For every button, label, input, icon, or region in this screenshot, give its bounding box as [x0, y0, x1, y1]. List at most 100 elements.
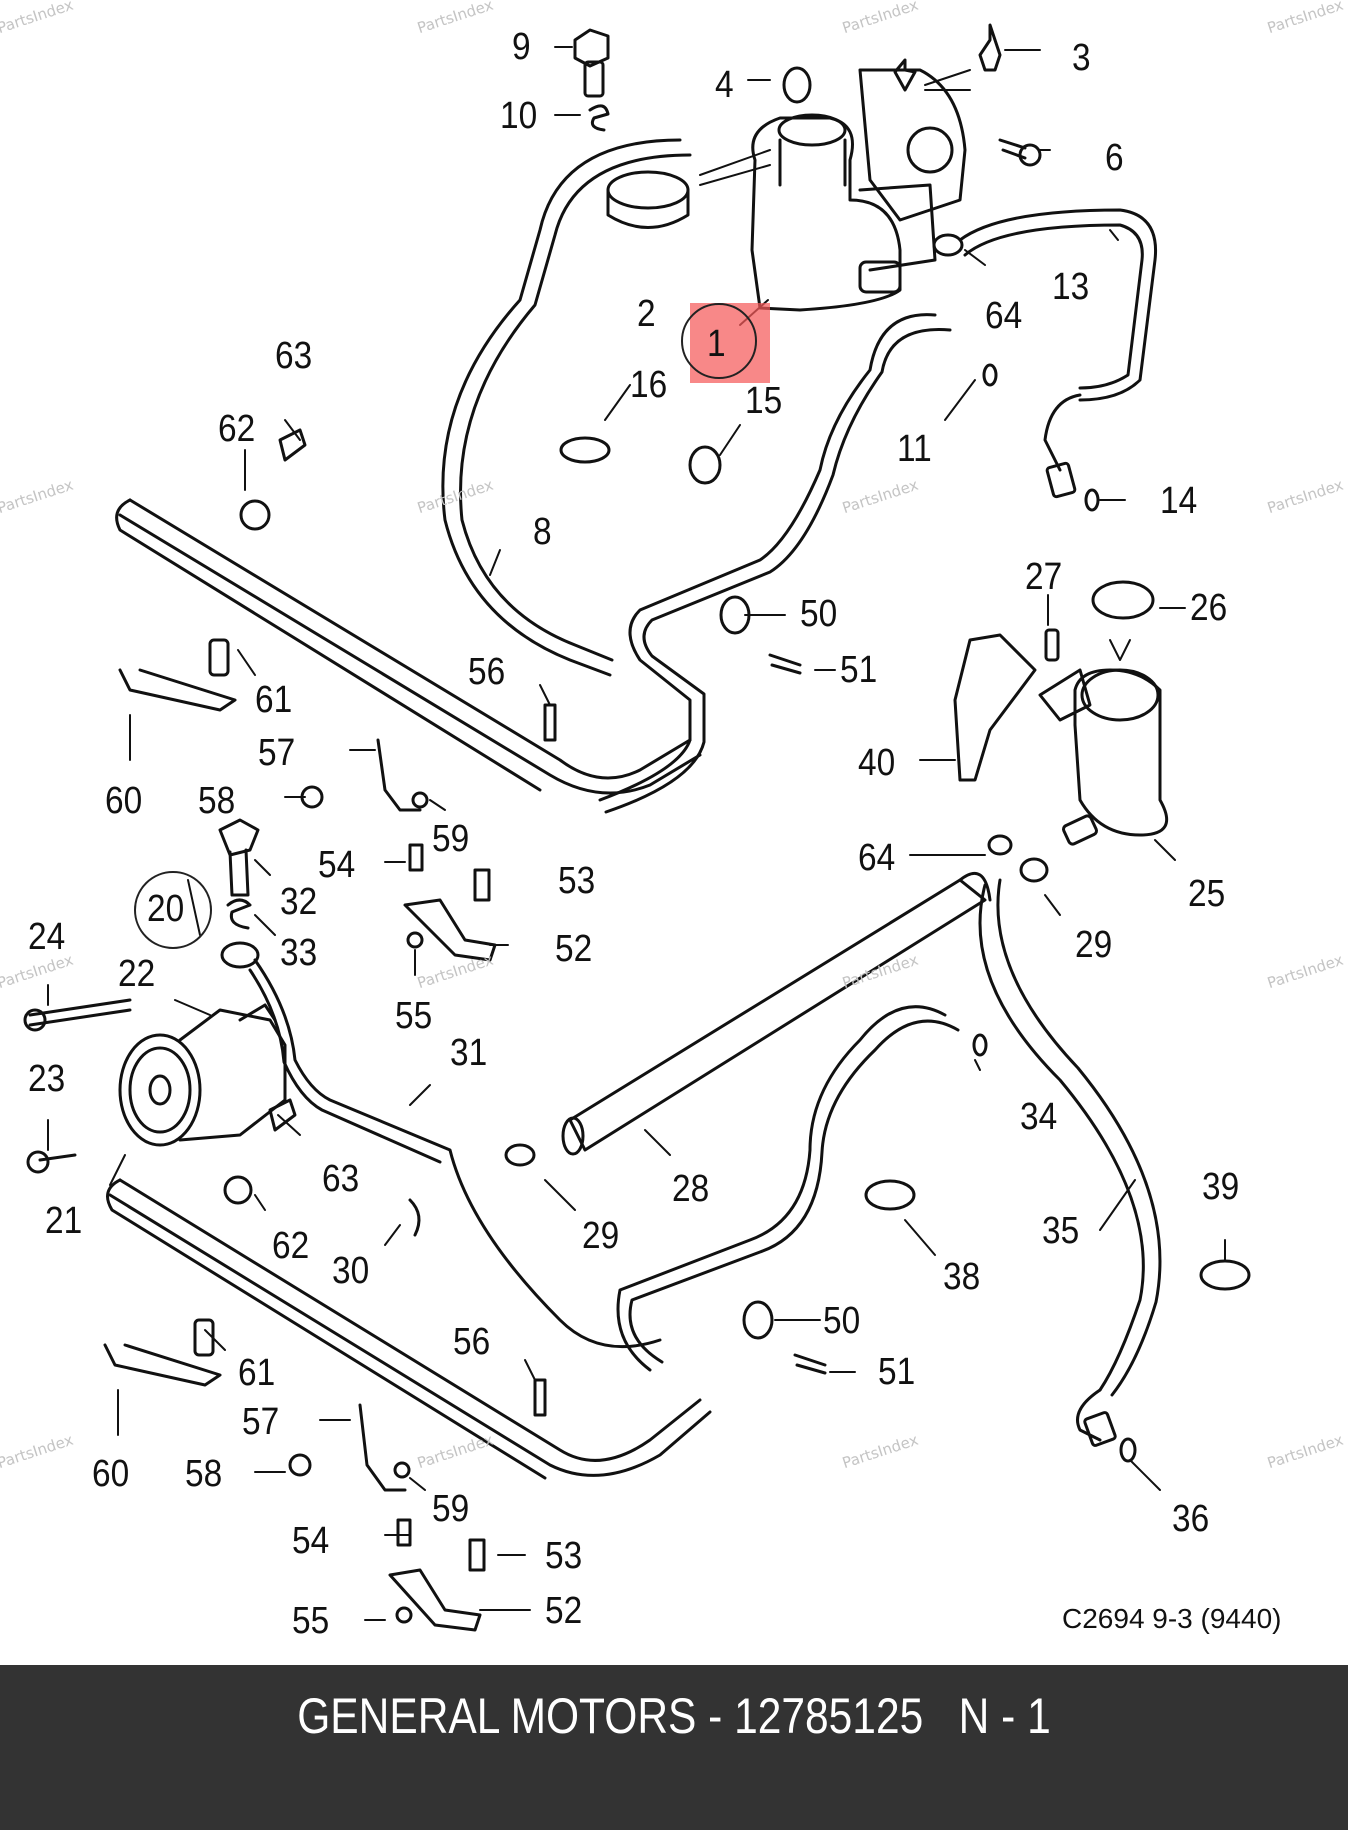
diagram-reference-code: C2694 9-3 (9440): [1062, 1603, 1282, 1634]
callout-50[interactable]: 50: [800, 593, 838, 635]
callout-53b[interactable]: 53: [545, 1535, 583, 1577]
leader-lines: [47, 46, 1226, 1621]
grommet-part-15: [688, 445, 722, 485]
callout-9[interactable]: 9: [512, 26, 531, 68]
bolt-part-51: [768, 653, 802, 675]
callout-26[interactable]: 26: [1190, 587, 1228, 629]
callout-25[interactable]: 25: [1188, 873, 1226, 915]
callout-62b[interactable]: 62: [272, 1225, 310, 1267]
bolt-part-51-lower: [793, 1353, 827, 1375]
bolt-part-24: [28, 998, 132, 1027]
callout-3[interactable]: 3: [1072, 37, 1091, 79]
callout-51b[interactable]: 51: [878, 1351, 916, 1393]
clamp-part-39: [1199, 1259, 1251, 1291]
callout-29b[interactable]: 29: [582, 1215, 620, 1257]
stud-part-54: [408, 843, 424, 872]
callout-24[interactable]: 24: [28, 916, 66, 958]
clamp-part-16: [559, 436, 611, 464]
callout-34[interactable]: 34: [1020, 1096, 1058, 1138]
callout-61b[interactable]: 61: [238, 1352, 276, 1394]
callout-56[interactable]: 56: [468, 651, 506, 693]
callout-22[interactable]: 22: [118, 953, 156, 995]
callout-14[interactable]: 14: [1160, 480, 1198, 522]
callout-33[interactable]: 33: [280, 932, 318, 974]
callout-8[interactable]: 8: [533, 511, 552, 553]
power-steering-pump: [118, 1003, 287, 1147]
cap-side: [606, 188, 690, 229]
callout-58b[interactable]: 58: [185, 1453, 223, 1495]
callout-31[interactable]: 31: [450, 1032, 488, 1074]
callout-13[interactable]: 13: [1052, 266, 1090, 308]
callout-29[interactable]: 29: [1075, 924, 1113, 966]
callout-59b[interactable]: 59: [432, 1488, 470, 1530]
callout-40[interactable]: 40: [858, 742, 896, 784]
callout-52b[interactable]: 52: [545, 1590, 583, 1632]
cap-part-26: [1091, 580, 1155, 620]
bolt-part-9: [573, 28, 610, 98]
callout-38[interactable]: 38: [943, 1256, 981, 1298]
callout-20[interactable]: 20: [147, 888, 185, 930]
callout-62[interactable]: 62: [218, 408, 256, 450]
callout-63b[interactable]: 63: [322, 1158, 360, 1200]
callout-1[interactable]: 1: [707, 323, 726, 365]
part-number-title: GENERAL MOTORS - 12785125 N - 1: [297, 1688, 1051, 1744]
bracket-part-57: [376, 738, 422, 812]
callout-61[interactable]: 61: [255, 679, 293, 721]
callout-50b[interactable]: 50: [823, 1300, 861, 1342]
clip-part-56-lower: [533, 1378, 547, 1417]
callout-30[interactable]: 30: [332, 1250, 370, 1292]
callout-35[interactable]: 35: [1042, 1210, 1080, 1252]
reservoir-assembly: [750, 68, 967, 312]
pipe-line: [598, 313, 937, 802]
callout-64[interactable]: 64: [985, 295, 1023, 337]
callout-23[interactable]: 23: [28, 1058, 66, 1100]
callout-4[interactable]: 4: [715, 64, 734, 106]
bracket-part-40: [953, 633, 1037, 782]
bolt-part-61-lower: [193, 1318, 215, 1357]
callout-6[interactable]: 6: [1105, 137, 1124, 179]
callout-39[interactable]: 39: [1202, 1166, 1240, 1208]
bolt-part-23: [38, 1153, 77, 1162]
callout-55b[interactable]: 55: [292, 1600, 330, 1642]
bracket-part-60: [118, 668, 237, 712]
callout-28[interactable]: 28: [672, 1168, 710, 1210]
callout-54[interactable]: 54: [318, 844, 356, 886]
nut-part-59: [411, 791, 429, 809]
clip-part-30: [408, 1198, 421, 1237]
clamp-part-29: [1019, 857, 1049, 883]
hose-part-28: [568, 878, 987, 1152]
callout-54b[interactable]: 54: [292, 1520, 330, 1562]
sensor-part-3: [978, 23, 1002, 72]
callout-60[interactable]: 60: [105, 780, 143, 822]
part-1-circle: [681, 303, 757, 379]
callout-52[interactable]: 52: [555, 928, 593, 970]
footer-banner: GENERAL MOTORS - 12785125 N - 1: [0, 1665, 1348, 1830]
callout-58[interactable]: 58: [198, 780, 236, 822]
bracket-part-57-lower: [358, 1403, 407, 1492]
pipe-line-lower: [616, 1005, 960, 1372]
clamp-part-64: [932, 233, 964, 257]
callout-27[interactable]: 27: [1025, 556, 1063, 598]
callout-16[interactable]: 16: [630, 364, 668, 406]
callout-53[interactable]: 53: [558, 860, 596, 902]
callout-32[interactable]: 32: [280, 881, 318, 923]
callout-51[interactable]: 51: [840, 649, 878, 691]
callout-2[interactable]: 2: [637, 293, 656, 335]
callout-63[interactable]: 63: [275, 335, 313, 377]
callout-57b[interactable]: 57: [242, 1401, 280, 1443]
callout-11[interactable]: 11: [897, 428, 932, 470]
callout-55[interactable]: 55: [395, 995, 433, 1037]
rigid-pipe-upper: [118, 498, 702, 795]
callout-15[interactable]: 15: [745, 380, 783, 422]
callout-60b[interactable]: 60: [92, 1453, 130, 1495]
callout-21[interactable]: 21: [45, 1200, 83, 1242]
bolt-part-53-lower: [468, 1538, 486, 1572]
bracket-part-60-lower: [103, 1343, 222, 1387]
callout-57[interactable]: 57: [258, 732, 296, 774]
callout-59[interactable]: 59: [432, 818, 470, 860]
callout-56b[interactable]: 56: [453, 1321, 491, 1363]
callout-36[interactable]: 36: [1172, 1498, 1210, 1540]
callout-64b[interactable]: 64: [858, 837, 896, 879]
callout-10[interactable]: 10: [500, 95, 538, 137]
bolt-part-63: [278, 428, 307, 462]
